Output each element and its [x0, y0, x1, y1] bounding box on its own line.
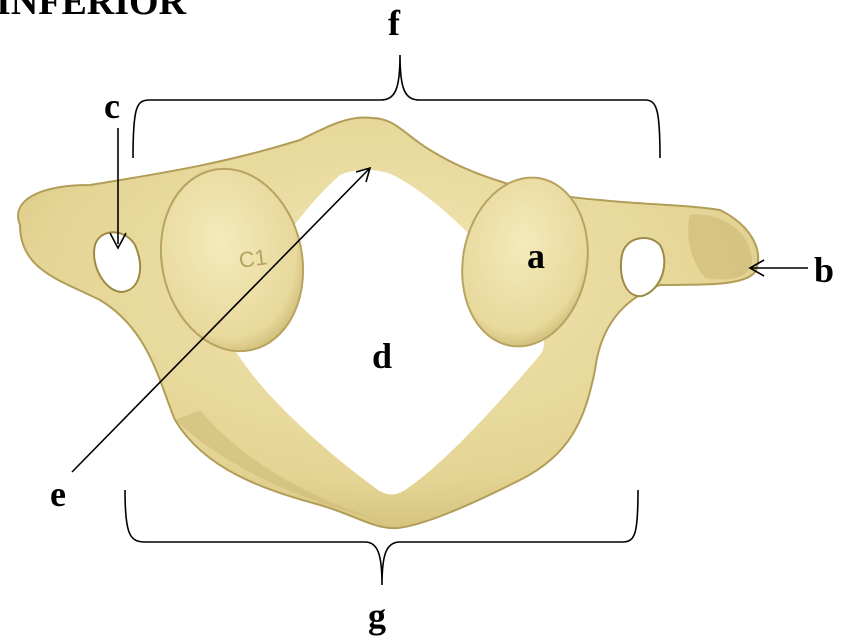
label-f: f [388, 3, 401, 43]
label-g: g [368, 596, 386, 636]
atlas-vertebra-image: C1 [18, 117, 758, 528]
label-d: d [372, 336, 392, 376]
view-title: INFERIOR [0, 0, 187, 23]
label-a: a [527, 236, 545, 276]
label-c: c [104, 86, 120, 126]
bone-engraving: C1 [237, 244, 268, 273]
label-b: b [814, 250, 834, 290]
right-transverse-foramen [621, 238, 664, 296]
label-e: e [50, 474, 66, 514]
